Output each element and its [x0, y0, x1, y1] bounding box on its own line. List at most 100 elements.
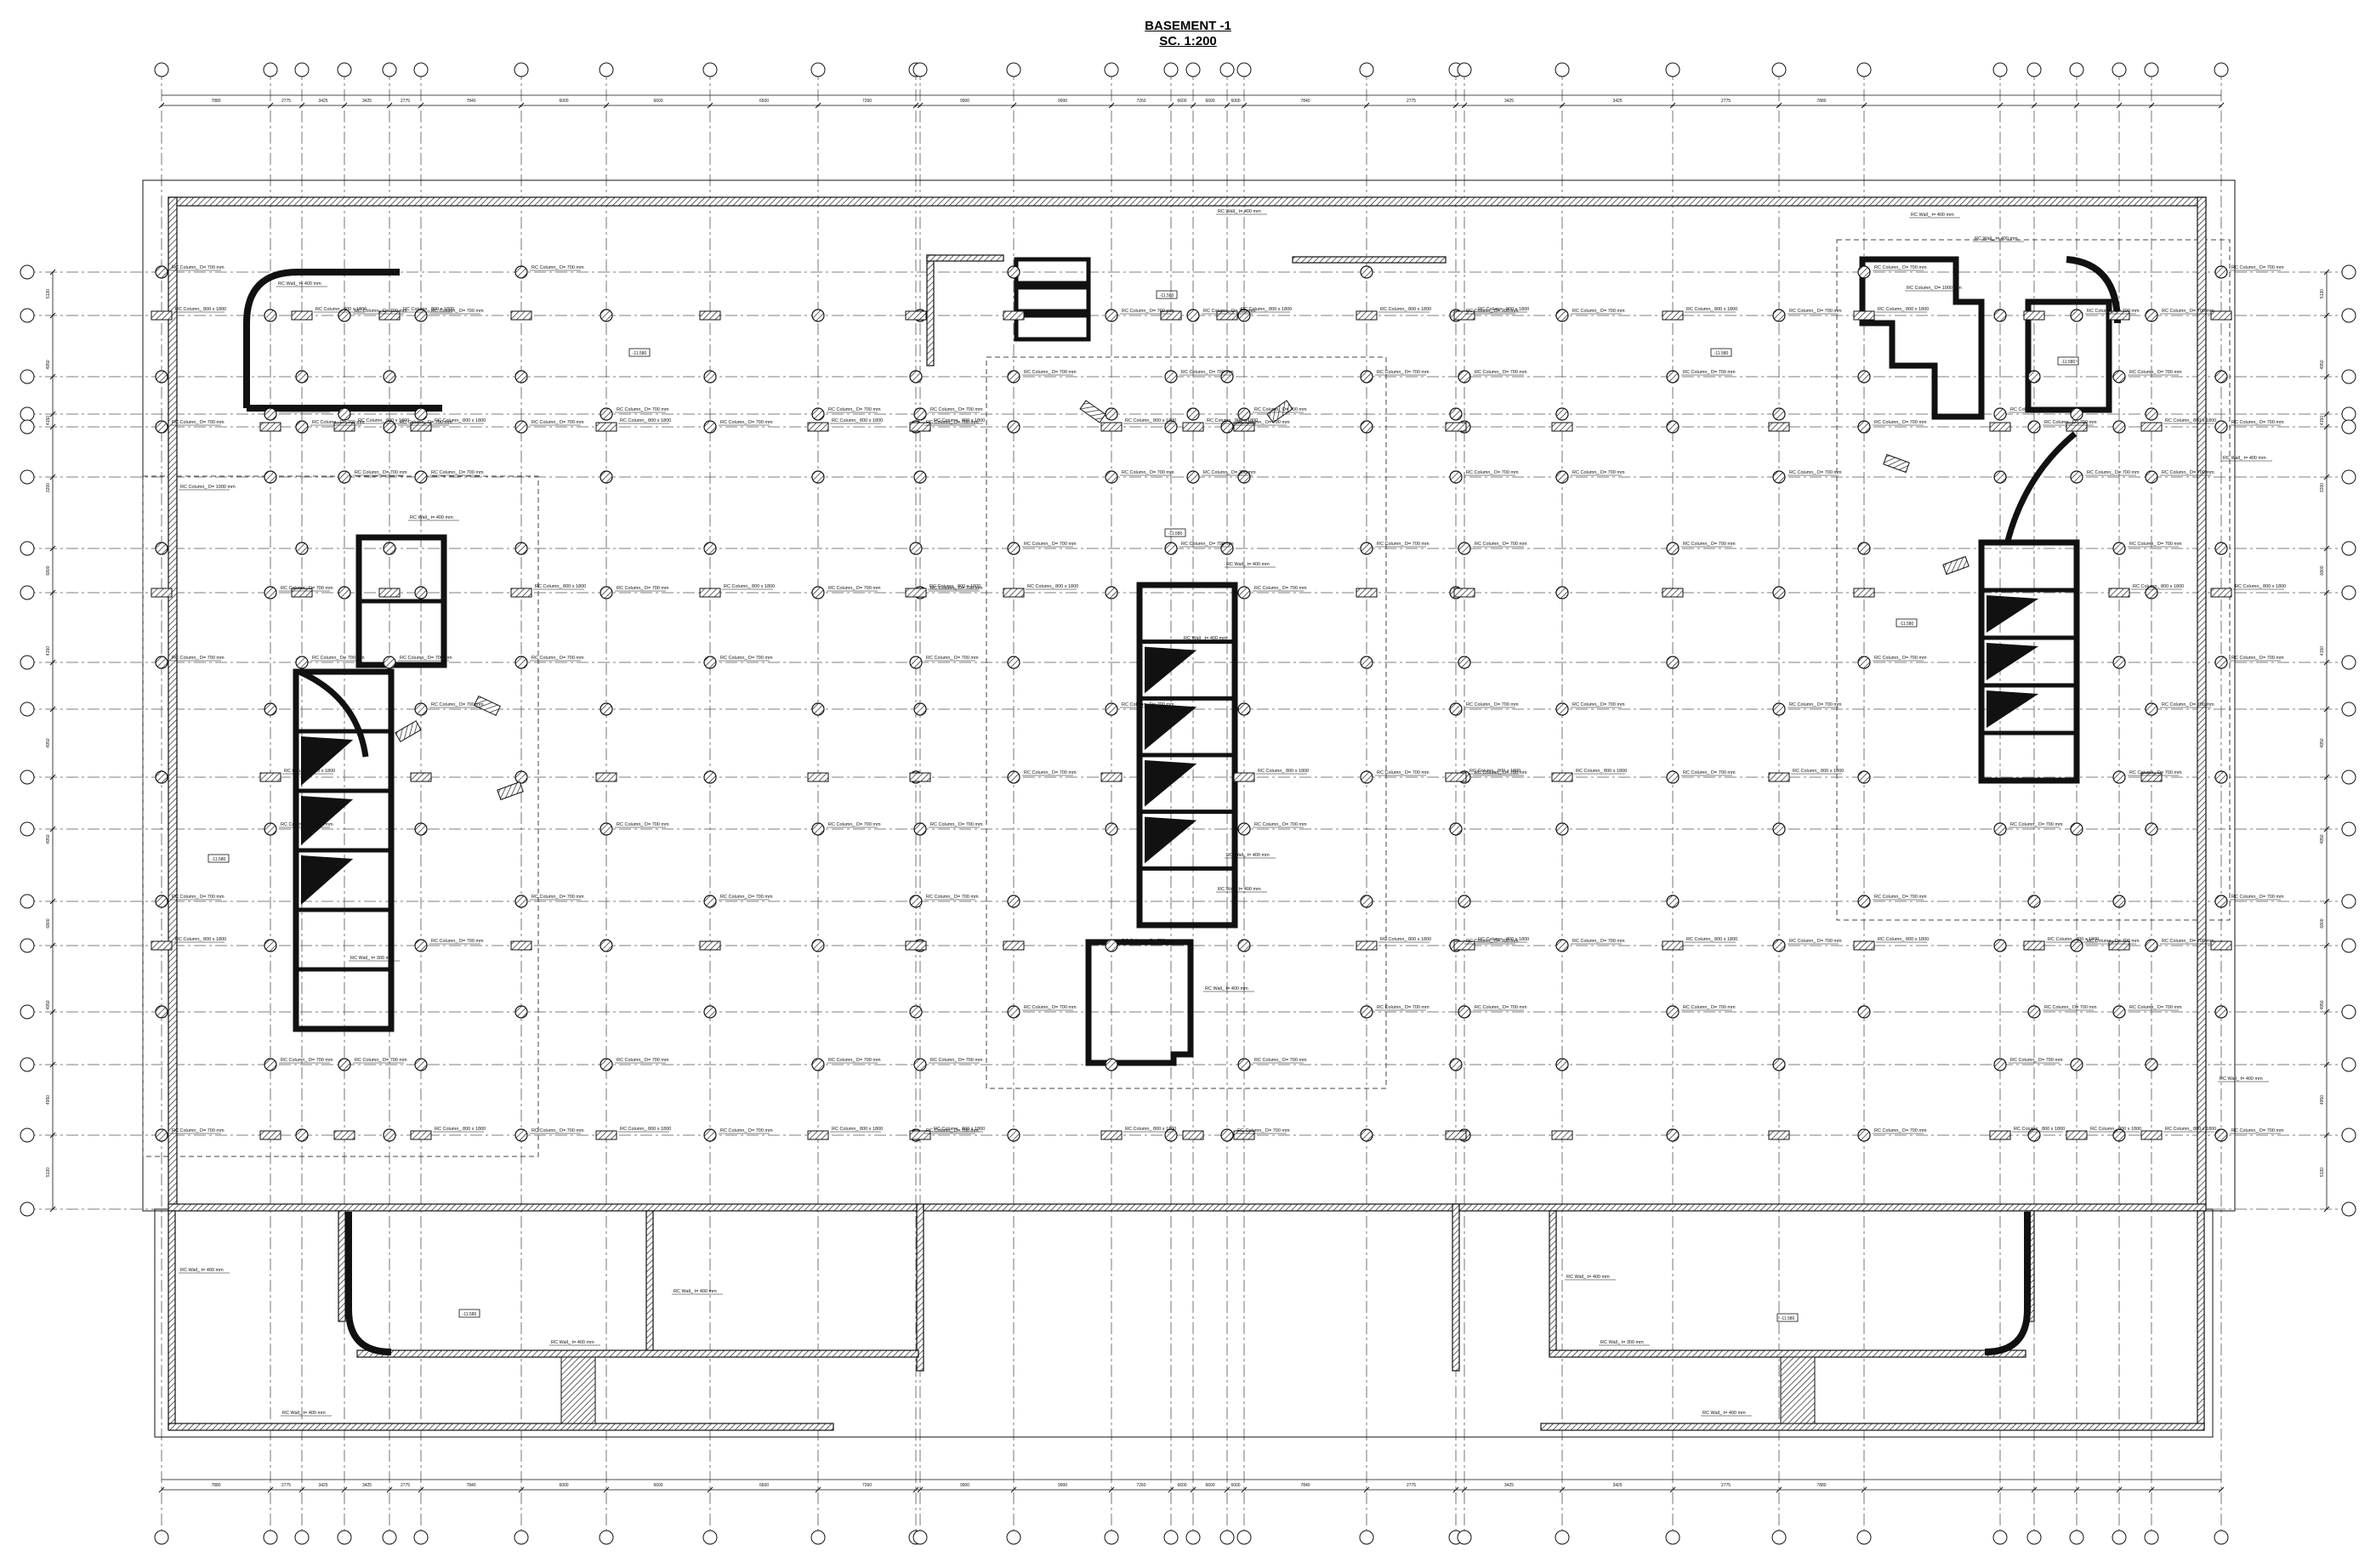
grid-bubble [20, 369, 35, 384]
element-label: RC Column_ D= 700 mm [1122, 309, 1174, 314]
core-void [1987, 643, 2039, 680]
dimension-label: 6000 [1231, 99, 1240, 104]
element-label: RC Column_ D= 700 mm [400, 420, 452, 425]
element-label: RC Column_ D= 700 mm [828, 407, 881, 412]
dimension-tick [2218, 102, 2225, 109]
dimension-tick [1190, 1486, 1197, 1493]
element-label: RC Column_ D= 700 mm [2010, 1058, 2063, 1063]
rc-column-round [414, 1058, 428, 1071]
dimension-tick [267, 1486, 274, 1493]
rc-column-round [383, 1128, 396, 1142]
grid-bubble [1555, 1530, 1570, 1545]
element-label: RC Column_ D= 700 mm [2087, 939, 2140, 944]
rc-column-round [811, 1058, 825, 1071]
rc-column-round [1105, 702, 1118, 716]
rc-column-rect [151, 588, 173, 598]
grid-bubble [1185, 1530, 1201, 1545]
dimension-tick [2073, 102, 2080, 109]
grid-bubble [2112, 1530, 2127, 1545]
grid-bubble [1006, 1530, 1021, 1545]
dimension-tick [49, 1206, 56, 1213]
rc-column-round [1857, 542, 1871, 555]
rc-column-round [2112, 895, 2126, 908]
dimension-label: 6000 [559, 99, 568, 104]
rc-column-round [703, 1128, 717, 1142]
dimension-label: 5130 [46, 289, 51, 298]
rc-wall [168, 1203, 918, 1212]
level-tag: -11.580 [2061, 360, 2076, 365]
dimension-tick [2323, 1206, 2330, 1213]
grid-bubble [2341, 1004, 2356, 1020]
rc-wall [916, 1203, 924, 1372]
element-label: RC Column_ 800 x 1800 [1207, 418, 1258, 423]
element-label: RC Column_ D= 700 mm [2231, 895, 2284, 900]
dimension-tick [917, 102, 924, 109]
rc-column-round [1105, 470, 1118, 484]
rc-column-round [2145, 939, 2158, 952]
rc-column-round [1993, 822, 2007, 836]
grid-bubble [514, 1530, 529, 1545]
dimension-tick [1776, 1486, 1782, 1493]
rc-column-round [1164, 1128, 1178, 1142]
rc-column-round [155, 265, 168, 279]
rc-column-round [1555, 309, 1569, 322]
element-label: RC Column_ D= 700 mm [1572, 939, 1625, 944]
rc-column-rect [1853, 310, 1875, 321]
rc-column-round [1666, 1005, 1680, 1019]
rc-column-round [295, 542, 309, 555]
grid-bubble [1163, 1530, 1179, 1545]
rc-column-round [1555, 822, 1569, 836]
element-label: RC Column_ D= 700 mm [1024, 1005, 1077, 1010]
rc-column-round [600, 407, 613, 421]
rc-wall-curved [1984, 1212, 2031, 1355]
rc-column-round [2145, 309, 2158, 322]
rc-column-round [1237, 407, 1251, 421]
grid-bubble [1219, 62, 1235, 77]
rc-column-rect [1662, 310, 1684, 321]
dimension-tick [49, 312, 56, 319]
rc-column-round [1993, 1058, 2007, 1071]
drawing-title: BASEMENT -1 [1145, 19, 1231, 33]
rc-column-round [703, 542, 717, 555]
dimension-label: 3425 [1504, 99, 1514, 104]
rc-column-round [1857, 656, 1871, 669]
rc-column-round [1666, 895, 1680, 908]
dimension-tick [1669, 1486, 1676, 1493]
element-label: RC Column_ D= 700 mm [930, 822, 983, 827]
element-label: RC Column_ D= 700 mm [930, 1058, 983, 1063]
rc-column-rect [2210, 940, 2232, 951]
rc-column-rect [291, 310, 313, 321]
grid-bubble [810, 1530, 826, 1545]
grid-bubble [20, 1057, 35, 1072]
dimension-tick [1108, 1486, 1115, 1493]
rc-column-round [2214, 895, 2228, 908]
rc-column-round [1666, 542, 1680, 555]
rc-wall-curved [2004, 431, 2078, 545]
element-label: RC Column_ 800 x 1800 [1478, 937, 1529, 942]
rc-column-round [1220, 420, 1234, 434]
rc-column-round [2214, 542, 2228, 555]
level-tag-box [1156, 290, 1178, 299]
element-label: RC Column_ D= 700 mm [1683, 542, 1736, 547]
grid-bubble [2341, 585, 2356, 600]
rc-column-round [1857, 1128, 1871, 1142]
dimension-tick [298, 102, 305, 109]
element-label: RC Column_ D= 700 mm [2162, 309, 2214, 314]
element-label: RC Column_ D= 700 mm [355, 470, 407, 475]
rc-column-round [383, 420, 396, 434]
rc-wall [168, 196, 2207, 207]
rc-column-round [155, 420, 168, 434]
grid-bubble [1219, 1530, 1235, 1545]
rc-wall [168, 196, 178, 1208]
element-label: RC Column_ D= 700 mm [1572, 470, 1625, 475]
element-label: RC Column_ D= 1000 mm [180, 485, 236, 490]
element-label: RC Column_ D= 700 mm [1024, 370, 1077, 375]
rc-column-rect [1356, 588, 1378, 598]
rc-column-round [1360, 542, 1373, 555]
grid-bubble [337, 62, 352, 77]
rc-column-rect [1883, 453, 1910, 474]
sub-zone-boundary [1836, 239, 2231, 921]
dimension-label: 3425 [318, 1483, 327, 1488]
element-label: RC Column_ D= 700 mm [617, 1058, 669, 1063]
core-void [301, 855, 354, 905]
